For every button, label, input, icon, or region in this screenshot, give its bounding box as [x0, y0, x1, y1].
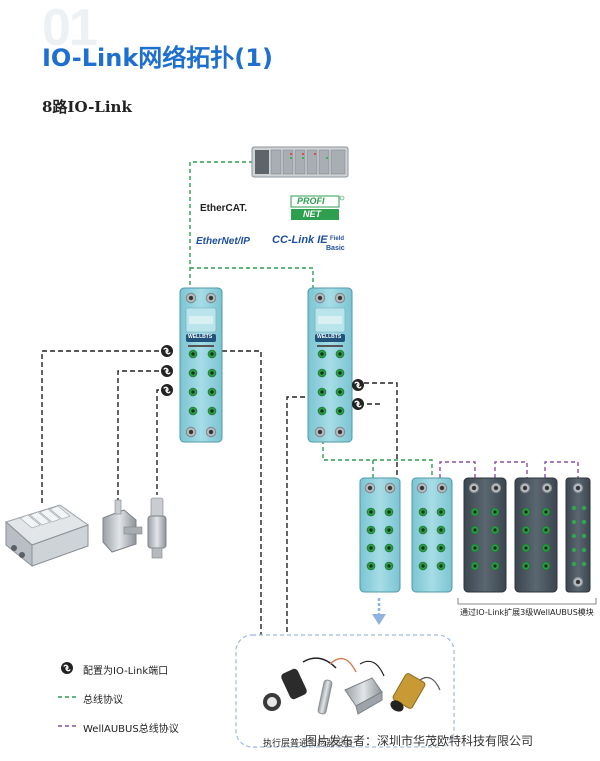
io-link-master-module-b	[307, 287, 353, 443]
ethernetip-logo: EtherNet/IP	[196, 236, 250, 247]
page-subtitle: 8路IO-Link	[42, 98, 132, 116]
magnetic-switch-device	[344, 660, 385, 715]
valve-manifold-device	[5, 504, 90, 568]
profinet-logo-bottom: NET	[303, 209, 321, 219]
proximity-sensor-device	[390, 673, 441, 712]
down-arrow-icon	[372, 598, 386, 625]
cclink-basic-label: Basic	[326, 245, 345, 252]
profinet-logo	[290, 195, 345, 220]
legend-wellaubus-label: WellAUBUS总线协议	[83, 724, 179, 735]
publisher-watermark: 图片发布者：深圳市华茂欧特科技有限公司	[305, 734, 534, 748]
io-hub-module-1	[359, 477, 401, 593]
photoelectric-sensor-device	[263, 657, 337, 711]
pressure-sensor-device	[102, 499, 143, 553]
cclink-field-label: Field	[330, 236, 345, 242]
io-link-cables	[41, 350, 398, 635]
io-link-master-module-a	[179, 287, 223, 443]
cclink-logo: CC-Link IE	[272, 234, 328, 246]
bus-protocol-lines	[189, 161, 433, 478]
module-b-brand: WELLBTS	[317, 334, 342, 340]
sensor-group-box	[235, 634, 455, 748]
wellaubus-module-1	[463, 477, 507, 593]
module-a-brand: WELLBTS	[188, 334, 213, 340]
section-number: 01	[42, 0, 98, 57]
wellaubus-module-3	[565, 477, 591, 593]
legend-port-label: 配置为IO-Link端口	[83, 666, 169, 677]
sensor-group-caption: 执行层普通传感器设备	[263, 739, 354, 749]
expansion-caption: 通过IO-Link扩展3级WellAUBUS模块	[460, 608, 594, 617]
cylinder-sensor-device	[317, 657, 357, 715]
wellaubus-module-2	[514, 477, 558, 593]
wellaubus-lines	[439, 461, 579, 478]
profinet-logo-top: PROFI	[297, 196, 325, 206]
pressure-transmitter-device	[147, 497, 167, 559]
io-hub-module-2	[411, 477, 453, 593]
ethercat-logo: EtherCAT.	[200, 203, 248, 214]
plc-controller	[251, 146, 349, 178]
page-title: IO-Link网络拓扑(1)	[42, 44, 273, 72]
expansion-bracket	[457, 598, 597, 605]
legend-bus-label: 总线协议	[83, 695, 123, 706]
